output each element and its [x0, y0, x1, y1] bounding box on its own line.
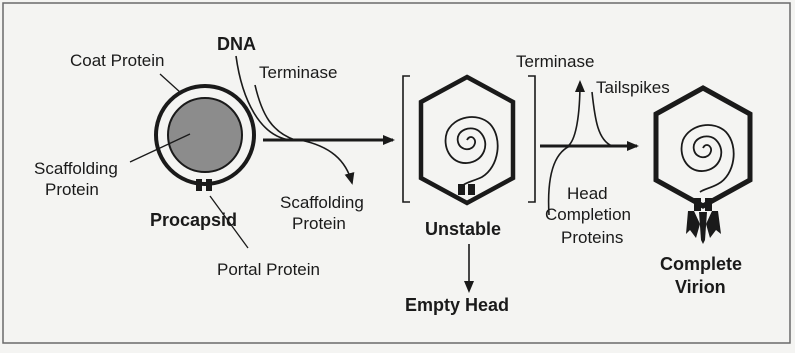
scaffolding-out-label-1: Scaffolding	[280, 193, 364, 212]
empty-head-label: Empty Head	[405, 295, 509, 315]
scaffolding-exit-arrow	[300, 140, 352, 183]
dna-spiral-2	[682, 125, 734, 192]
terminase-exit-arrow	[568, 82, 580, 146]
tailspikes-label: Tailspikes	[596, 78, 670, 97]
terminase-in-label: Terminase	[259, 63, 337, 82]
complete-virion-icon	[656, 88, 750, 244]
unstable-label: Unstable	[425, 219, 501, 239]
tailspike-left	[686, 211, 700, 238]
procapsid-label: Procapsid	[150, 210, 237, 230]
tailspike-right	[706, 211, 721, 238]
portal-complex	[196, 179, 202, 191]
bracket-right	[528, 76, 535, 202]
bracket-left	[403, 76, 410, 202]
coat-protein-leader	[160, 74, 181, 93]
complete-virion-label-2: Virion	[675, 277, 726, 297]
scaffolding-protein-label-1: Scaffolding	[34, 159, 118, 178]
dna-label: DNA	[217, 34, 256, 54]
terminase-out-label: Terminase	[516, 52, 594, 71]
complete-virion-label-1: Complete	[660, 254, 742, 274]
portal-protein-label: Portal Protein	[217, 260, 320, 279]
head-completion-label-3: Proteins	[561, 228, 623, 247]
tailspikes-entry-curve	[592, 92, 612, 146]
scaffolding-core	[168, 98, 242, 172]
unstable-capsid-icon	[421, 77, 513, 203]
head-completion-label-2: Completion	[545, 205, 631, 224]
head-completion-label-1: Head	[567, 184, 608, 203]
dna-spiral-1	[446, 117, 498, 186]
procapsid-icon	[156, 86, 254, 191]
scaffolding-out-label-2: Protein	[292, 214, 346, 233]
terminase-entry-curve	[255, 85, 295, 140]
tailspike-center	[699, 212, 707, 244]
scaffolding-protein-label-2: Protein	[45, 180, 99, 199]
coat-protein-label: Coat Protein	[70, 51, 165, 70]
